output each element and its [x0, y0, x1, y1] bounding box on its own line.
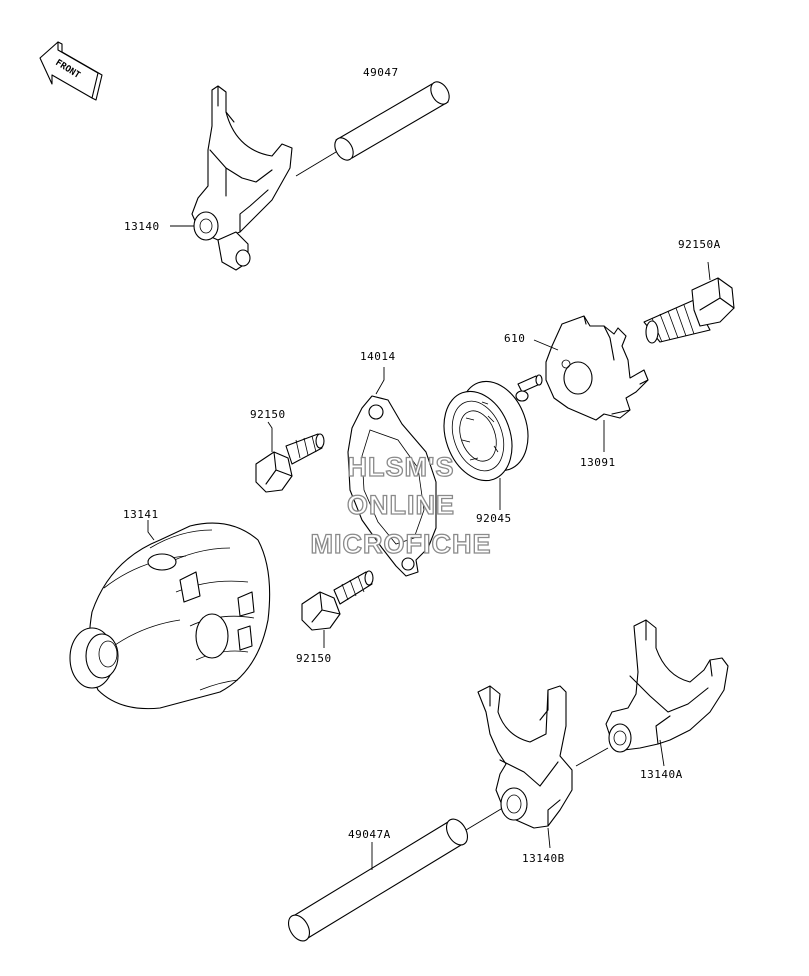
watermark-line3: MICROFICHE — [311, 529, 492, 559]
label-13140B: 13140B — [522, 852, 565, 865]
label-49047: 49047 — [363, 66, 399, 79]
bearing-92045 — [443, 380, 529, 482]
shift-rod-49047 — [295, 81, 450, 177]
dowel-pin-610 — [517, 374, 543, 393]
watermark-line1: HLSM'S — [348, 452, 455, 482]
bolt-92150A — [643, 277, 735, 344]
shift-drum-cam-13091 — [545, 315, 649, 421]
shift-fork-13140B — [477, 685, 573, 849]
leader-610 — [533, 339, 559, 351]
label-92150A: 92150A — [678, 238, 721, 251]
label-92150-top: 92150 — [250, 408, 286, 421]
label-49047A: 49047A — [348, 828, 391, 841]
label-13140A: 13140A — [640, 768, 683, 781]
shift-fork-13140 — [191, 85, 293, 271]
label-92150-bottom: 92150 — [296, 652, 332, 665]
bolt-92150-top — [255, 421, 325, 493]
label-610: 610 — [504, 332, 525, 345]
leader-92150A — [707, 261, 711, 281]
shift-fork-13140A — [575, 619, 729, 767]
label-13141: 13141 — [123, 508, 159, 521]
label-13091: 13091 — [580, 456, 616, 469]
bearing-holder-14014 — [347, 367, 437, 577]
shift-rod-49047A — [287, 805, 507, 942]
watermark: HLSM'S ONLINE MICROFICHE — [310, 451, 492, 559]
bolt-92150-bottom — [301, 570, 374, 648]
label-92045: 92045 — [476, 512, 512, 525]
watermark-line2: ONLINE — [347, 490, 455, 520]
front-arrow-icon: FRONT — [39, 41, 103, 101]
label-13140: 13140 — [124, 220, 160, 233]
label-14014: 14014 — [360, 350, 396, 363]
shift-drum-13141 — [69, 520, 271, 710]
